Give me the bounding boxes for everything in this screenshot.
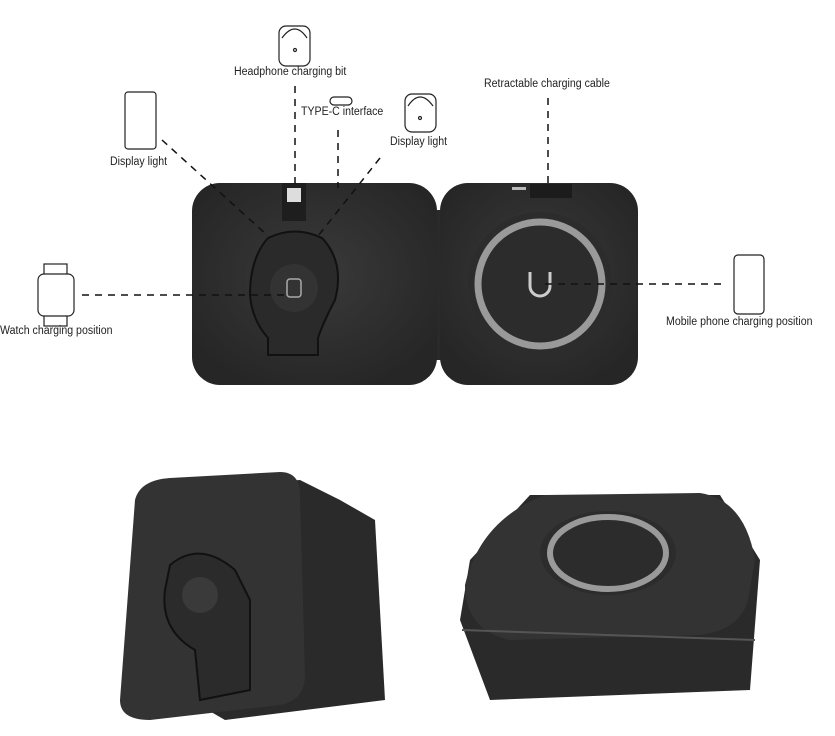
magnet-icon [528, 272, 552, 298]
magsafe-ring [547, 514, 669, 592]
label-type-c-interface: TYPE-C interface [301, 106, 384, 118]
retractable-cable [530, 184, 572, 198]
label-display-light-left: Display light [110, 156, 168, 168]
phone-icon [124, 91, 157, 150]
charger-folded-stand-view [120, 472, 385, 720]
watch-icon [286, 278, 302, 298]
leader-lines [82, 86, 724, 296]
label-retractable-cable: Retractable charging cable [484, 78, 610, 90]
charger-top-view [192, 183, 638, 385]
smartwatch-icon [37, 263, 75, 327]
phone-icon [733, 254, 765, 315]
label-phone-charging-position: Mobile phone charging position [666, 316, 813, 328]
headphone-charging-bit [287, 188, 301, 202]
watch-puck [270, 264, 318, 312]
label-headphone-charging-bit: Headphone charging bit [234, 66, 347, 78]
earbuds-case-icon [404, 93, 437, 133]
label-watch-charging-position: Watch charging position [0, 325, 113, 337]
earbuds-case-icon [278, 25, 311, 67]
label-display-light-right: Display light [390, 136, 448, 148]
charger-folded-flat-view [460, 493, 760, 700]
usb-c-port-icon [329, 96, 353, 106]
